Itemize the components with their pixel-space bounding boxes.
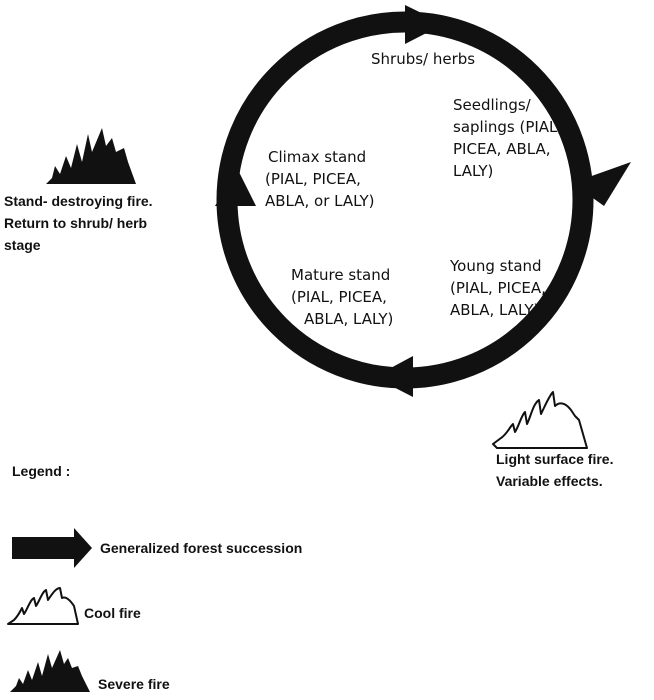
stage-climax-stand: Climax stand (PIAL, PICEA, ABLA, or LALY… — [265, 148, 375, 210]
arrowhead-top — [405, 5, 444, 44]
cool-fire-legend-icon — [7, 587, 79, 625]
light-fire-caption: Light surface fire. Variable effects. — [496, 451, 617, 489]
legend-severe-fire-label: Severe fire — [98, 676, 170, 692]
arrowhead-left — [215, 168, 256, 206]
severe-fire-legend-icon — [10, 650, 90, 692]
arrowhead-right — [572, 162, 631, 206]
stage-seedlings-saplings: Seedlings/ saplings (PIAL, PICEA, ABLA, … — [453, 96, 567, 180]
legend-cool-fire-label: Cool fire — [84, 605, 141, 621]
legend: Legend : Generalized forest succession C… — [7, 463, 302, 692]
severe-fire-icon — [46, 128, 136, 184]
severe-fire-caption: Stand- destroying fire. Return to shrub/… — [4, 193, 156, 253]
succession-arrow-icon — [12, 528, 92, 568]
stage-young-stand: Young stand (PIAL, PICEA, ABLA, LALY) — [449, 257, 551, 319]
stage-shrubs-herbs: Shrubs/ herbs — [371, 50, 475, 68]
legend-succession-label: Generalized forest succession — [100, 540, 302, 556]
legend-title: Legend : — [12, 463, 70, 479]
cool-fire-icon — [492, 391, 588, 449]
stage-mature-stand: Mature stand (PIAL, PICEA, ABLA, LALY) — [291, 266, 395, 328]
arrowhead-bottom — [374, 356, 413, 397]
succession-cycle — [215, 5, 631, 397]
